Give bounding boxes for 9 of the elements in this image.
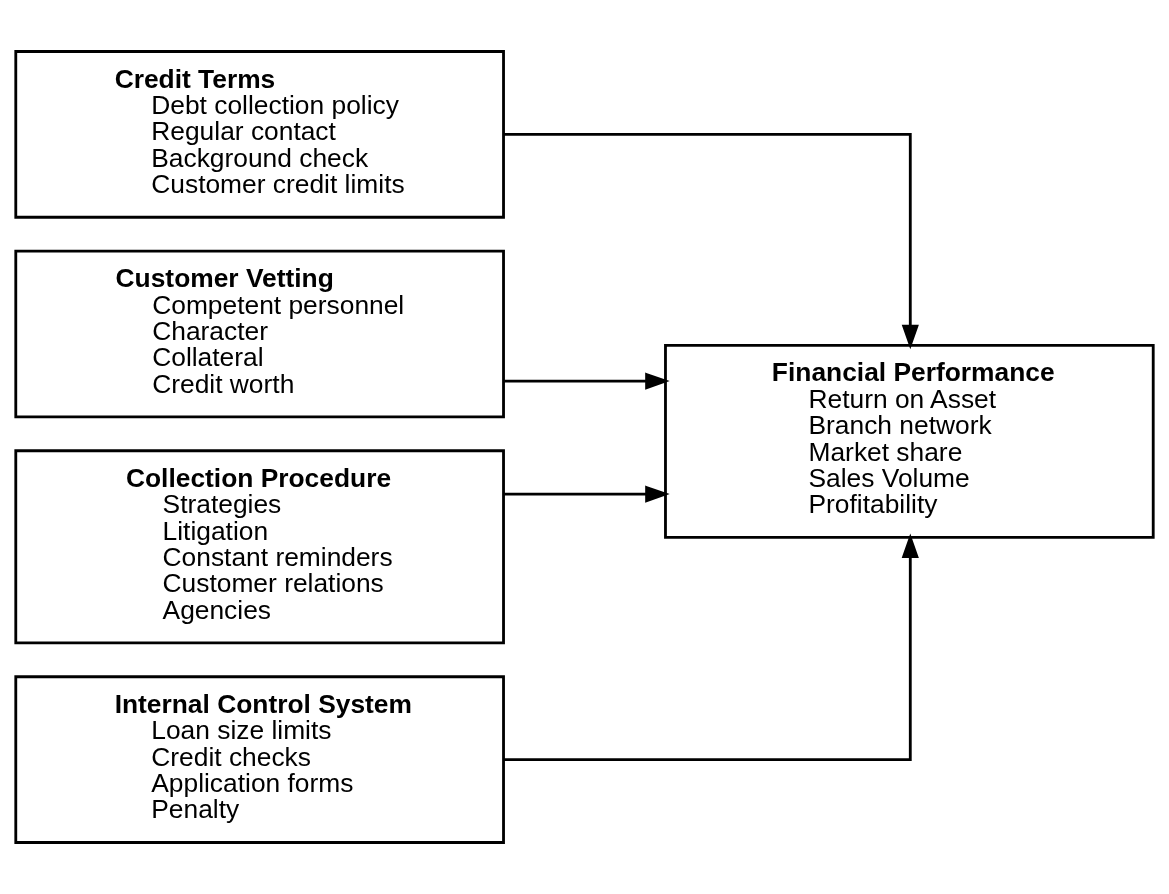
node-box: Credit Terms Debt collection policy Regular contact Background check Customer credit limits: [14, 50, 505, 219]
arrow: [503, 133, 919, 350]
node-box: Financial Performance Return on Asset Branch network Market share Sales Volume Profitability: [664, 343, 1155, 539]
node-box: Customer Vetting Competent personnel Character Collateral Credit worth: [14, 249, 505, 419]
arrow: [504, 372, 670, 390]
arrow: [503, 533, 919, 761]
node-box: Internal Control System Loan size limits Credit checks Application forms Penalty: [14, 675, 505, 844]
node-box: Collection Procedure Strategies Litigation Constant reminders Customer relations Agencies: [14, 449, 505, 645]
arrow: [504, 485, 670, 503]
